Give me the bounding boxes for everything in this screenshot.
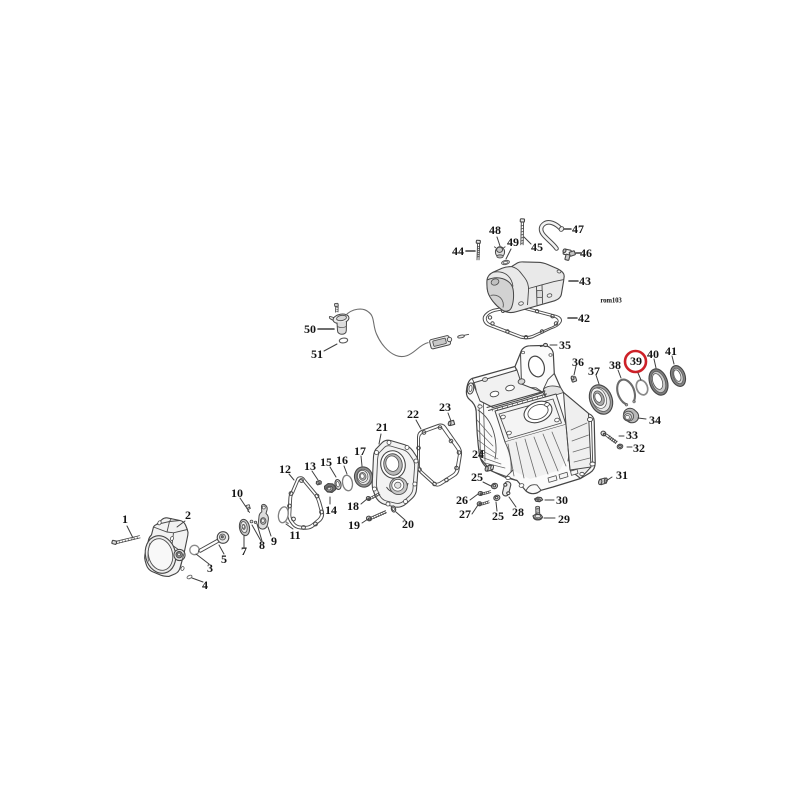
svg-text:46: 46 (580, 246, 592, 260)
svg-text:14: 14 (325, 503, 337, 517)
svg-text:8: 8 (259, 538, 265, 552)
svg-text:45: 45 (531, 240, 543, 254)
svg-text:29: 29 (558, 512, 570, 526)
svg-text:11: 11 (289, 528, 300, 542)
svg-text:18: 18 (347, 499, 359, 513)
svg-text:38: 38 (609, 358, 621, 372)
svg-text:9: 9 (271, 534, 277, 548)
svg-text:12: 12 (279, 462, 291, 476)
svg-text:15: 15 (320, 455, 332, 469)
svg-text:36: 36 (572, 355, 584, 369)
svg-text:1: 1 (122, 512, 128, 526)
svg-text:41: 41 (665, 344, 677, 358)
svg-text:50: 50 (304, 322, 316, 336)
svg-text:49: 49 (507, 235, 519, 249)
svg-text:19: 19 (348, 518, 360, 532)
svg-text:33: 33 (626, 428, 638, 442)
svg-text:rom103: rom103 (600, 298, 622, 305)
svg-text:43: 43 (579, 274, 591, 288)
svg-text:26: 26 (456, 493, 468, 507)
svg-text:44: 44 (452, 244, 464, 258)
svg-text:28: 28 (512, 505, 524, 519)
svg-text:13: 13 (304, 459, 316, 473)
svg-text:16: 16 (336, 453, 348, 467)
svg-text:5: 5 (221, 552, 227, 566)
svg-text:51: 51 (311, 347, 323, 361)
svg-text:47: 47 (572, 222, 584, 236)
svg-text:2: 2 (185, 508, 191, 522)
svg-text:39: 39 (630, 354, 642, 368)
svg-text:7: 7 (241, 544, 247, 558)
svg-text:27: 27 (459, 507, 471, 521)
svg-text:21: 21 (376, 420, 388, 434)
svg-text:23: 23 (439, 400, 451, 414)
svg-text:48: 48 (489, 223, 501, 237)
svg-text:25: 25 (471, 470, 483, 484)
svg-text:42: 42 (578, 311, 590, 325)
svg-text:40: 40 (647, 347, 659, 361)
svg-text:31: 31 (616, 468, 628, 482)
svg-text:22: 22 (407, 407, 419, 421)
svg-text:34: 34 (649, 413, 661, 427)
svg-text:32: 32 (633, 441, 645, 455)
svg-text:4: 4 (202, 578, 208, 592)
svg-text:10: 10 (231, 486, 243, 500)
svg-text:35: 35 (559, 338, 571, 352)
svg-text:25: 25 (492, 509, 504, 523)
svg-text:24: 24 (472, 447, 484, 461)
svg-text:3: 3 (207, 561, 213, 575)
svg-text:20: 20 (402, 517, 414, 531)
svg-text:37: 37 (588, 364, 600, 378)
svg-text:17: 17 (354, 444, 366, 458)
svg-text:30: 30 (556, 493, 568, 507)
